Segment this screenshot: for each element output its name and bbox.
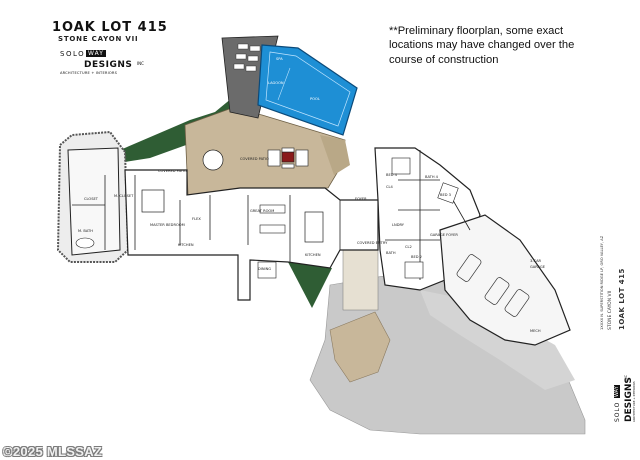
label-foyer: FOYER xyxy=(355,197,367,201)
side-address: 1XXXX N. SUPERSTITION RIDGE LP, ORO VALL… xyxy=(600,235,604,330)
label-kitchen-left: KITCHEN xyxy=(178,243,194,247)
logo-line-2-sup: INC xyxy=(137,61,144,66)
label-great-room: GREAT ROOM xyxy=(250,209,274,213)
side-logo-line-1b: WAY xyxy=(614,385,620,398)
master-wing-inner xyxy=(67,147,121,256)
project-subtitle: STONE CAYON VII xyxy=(58,35,139,43)
entry-steps xyxy=(342,249,379,311)
label-covered-patio-center: COVERED PATIO xyxy=(240,157,269,161)
label-spa: SPA xyxy=(276,57,283,61)
garage-wing xyxy=(439,214,571,346)
bed2 xyxy=(404,261,424,279)
designer-logo: SOLO WAY DESIGNS INC ARCHITECTURE + INTE… xyxy=(60,50,150,80)
label-laundry: LNDRY xyxy=(392,223,405,227)
bed3 xyxy=(437,182,459,204)
great-room-sofa xyxy=(259,204,286,234)
logo-line-2: DESIGNS xyxy=(84,60,133,70)
label-m-closet: M. CLOSET xyxy=(114,194,134,198)
label-closet: CLOSET xyxy=(84,197,99,201)
mls-watermark: ©2025 MLSSAZ xyxy=(3,444,103,459)
label-bath4: BATH 4 xyxy=(425,175,439,179)
label-bed2: BED 2 xyxy=(411,255,422,259)
landscape-wedge-entry xyxy=(288,262,332,308)
kitchen-island xyxy=(304,211,324,243)
label-garage: GARAGE xyxy=(530,265,546,269)
label-covered-entry: COVERED ENTRY xyxy=(357,241,388,245)
label-m-bath: M. BATH xyxy=(78,229,93,233)
side-logo-line-1: SOLO xyxy=(614,401,621,422)
label-bed3: BED 3 xyxy=(440,193,451,197)
label-lagoon: LAGOON xyxy=(268,81,284,85)
dining-table xyxy=(257,261,277,279)
label-covered-patio-left: COVERED PATIO xyxy=(158,169,187,173)
label-kitchen: KITCHEN xyxy=(305,253,321,257)
lounge-chairs xyxy=(233,43,261,72)
label-bed4: BED 4 xyxy=(386,173,398,177)
driveway-apron xyxy=(420,290,575,390)
bed4 xyxy=(391,157,411,175)
side-subdivision: STONE CAYON VII xyxy=(608,290,613,330)
entry-walkway xyxy=(329,311,391,383)
label-garage-foyer: GARAGE FOYER xyxy=(430,233,458,237)
rear-landscape xyxy=(120,98,232,162)
master-bed xyxy=(141,189,165,213)
preliminary-note: **Preliminary floorplan, some exact loca… xyxy=(389,25,575,66)
side-logo-line-2-sup: INC xyxy=(624,374,628,381)
garage-cars xyxy=(456,254,530,317)
label-cl4: CL4 xyxy=(386,185,394,189)
main-house-body xyxy=(124,169,379,301)
patio-extension-right xyxy=(320,135,350,175)
label-mech: MECH xyxy=(530,329,541,333)
side-project-title: 1OAK LOT 415 xyxy=(618,268,626,330)
patio-lounge xyxy=(267,147,309,169)
side-logo: DESIGNS SOLO WAY INC ARCHITECTURE + INTE… xyxy=(594,368,636,426)
pool-edge xyxy=(265,51,351,127)
side-logo-line-3: ARCHITECTURE + INTERIORS xyxy=(632,381,636,422)
label-flex: FLEX xyxy=(192,217,201,221)
label-master-bedroom: MASTER BEDROOM xyxy=(150,223,185,227)
label-cl2: CL2 xyxy=(405,245,412,249)
project-title: 1OAK LOT 415 xyxy=(52,20,168,35)
pool xyxy=(257,44,358,136)
label-garage-size: 3-CAR xyxy=(530,259,542,263)
patio-dining-table xyxy=(202,149,224,171)
logo-line-3: ARCHITECTURE + INTERIORS xyxy=(60,71,118,75)
logo-line-1: SOLO xyxy=(60,50,86,58)
label-bath: BATH xyxy=(386,251,396,255)
label-pool: POOL xyxy=(310,97,320,101)
label-dining: DINING xyxy=(258,267,271,271)
master-tub xyxy=(75,237,95,249)
logo-line-1b: WAY xyxy=(86,50,106,57)
